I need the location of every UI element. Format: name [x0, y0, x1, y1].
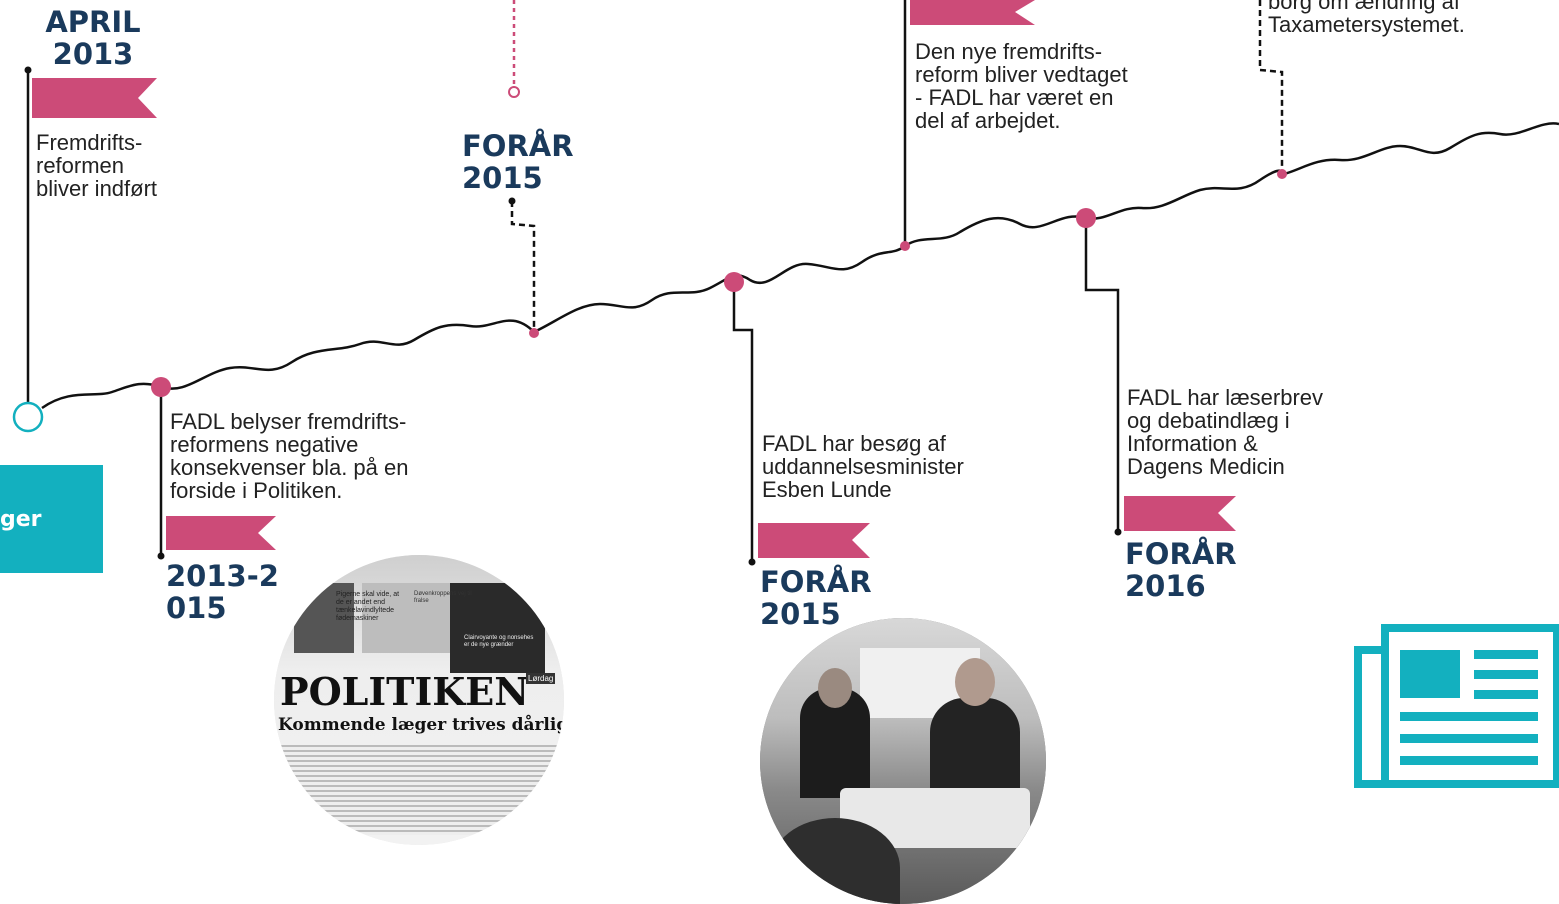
date-line: FORÅR	[760, 565, 872, 599]
desc-line: FADL har læserbrev	[1127, 385, 1324, 410]
news-snippet-2: Døvenkroppens vej til fralse	[414, 591, 472, 604]
desc-line: Taxametersystemet.	[1268, 12, 1465, 37]
teal-box-label: ger	[0, 507, 42, 532]
connector-forar2015a	[510, 201, 536, 330]
newspaper-day: Lørdag	[526, 673, 556, 684]
date-forar2015a: FORÅR 2015	[462, 130, 574, 194]
flag-top-middle	[910, 0, 1035, 25]
desc-line: - FADL har været en	[915, 85, 1114, 110]
newspaper-headline: Kommende læger trives dårligt	[278, 715, 564, 735]
date-line: 2015	[462, 161, 543, 195]
politiken-front-page-photo: Pigerne skal vide, at de er andet end tæ…	[274, 555, 564, 845]
desc-line: og debatindlæg i	[1127, 408, 1290, 433]
desc-line: reformen	[36, 153, 125, 178]
desc-line: reformens negative	[170, 432, 359, 457]
newspaper-masthead: POLITIKEN	[280, 669, 529, 714]
date-line: APRIL	[45, 5, 141, 39]
date-forar2016: FORÅR 2016	[1125, 538, 1237, 602]
desc-line: konsekvenser bla. på en	[170, 455, 409, 480]
desc-line: forside i Politiken.	[170, 478, 343, 503]
desc-line: borg om ændring af	[1268, 0, 1460, 14]
desc-line: bliver indført	[36, 176, 158, 201]
news-snippet-3: Clairvoyante og nonsehes er de nye grænd…	[464, 635, 534, 648]
connector-forar2015b	[732, 284, 754, 562]
desc-line: del af arbejdet.	[915, 108, 1061, 133]
desc-line: Den nye fremdrifts-	[915, 39, 1103, 64]
desc-line: Esben Lunde	[762, 477, 892, 502]
desc-april2013: Fremdrifts- reformen bliver indført	[36, 131, 157, 200]
desc-line: Dagens Medicin	[1127, 454, 1285, 479]
newspaper-icon	[1354, 624, 1559, 788]
date-line: 2013-2	[166, 559, 279, 593]
connector-top-right	[1258, 0, 1284, 170]
date-line: 015	[166, 591, 227, 625]
date-line: 2013	[52, 37, 134, 71]
desc-top-middle: Den nye fremdrifts- reform bliver vedtag…	[915, 40, 1128, 132]
desc-top-right: borg om ændring af Taxametersystemet.	[1268, 0, 1465, 36]
flag-2013-2015	[166, 516, 276, 550]
flag-forar2016	[1124, 496, 1236, 531]
news-snippet-1: Pigerne skal vide, at de er andet end tæ…	[336, 591, 400, 622]
connector-forar2016	[1084, 220, 1120, 532]
date-april2013: APRIL 2013	[40, 6, 146, 70]
desc-forar2016: FADL har læserbrev og debatindlæg i Info…	[1127, 386, 1323, 478]
meeting-photo	[760, 618, 1046, 904]
desc-line: uddannelsesminister	[762, 454, 964, 479]
flag-april2013	[32, 78, 157, 118]
desc-line: Information &	[1127, 431, 1258, 456]
desc-line: reform bliver vedtaget	[915, 62, 1128, 87]
desc-line: Fremdrifts-	[36, 130, 143, 155]
date-2013-2015: 2013-2 015	[166, 560, 279, 624]
date-line: FORÅR	[1125, 537, 1237, 571]
teal-label-box: ger	[0, 465, 103, 573]
desc-line: FADL belyser fremdrifts-	[170, 409, 407, 434]
date-line: FORÅR	[462, 129, 574, 163]
desc-2013-2015: FADL belyser fremdrifts- reformens negat…	[170, 410, 409, 502]
timeline-start-circle	[12, 401, 44, 433]
wavy-timeline	[41, 122, 1559, 410]
desc-forar2015b: FADL har besøg af uddannelsesminister Es…	[762, 432, 964, 501]
date-line: 2016	[1125, 569, 1206, 603]
flag-forar2015b	[758, 523, 870, 558]
desc-line: FADL har besøg af	[762, 431, 946, 456]
